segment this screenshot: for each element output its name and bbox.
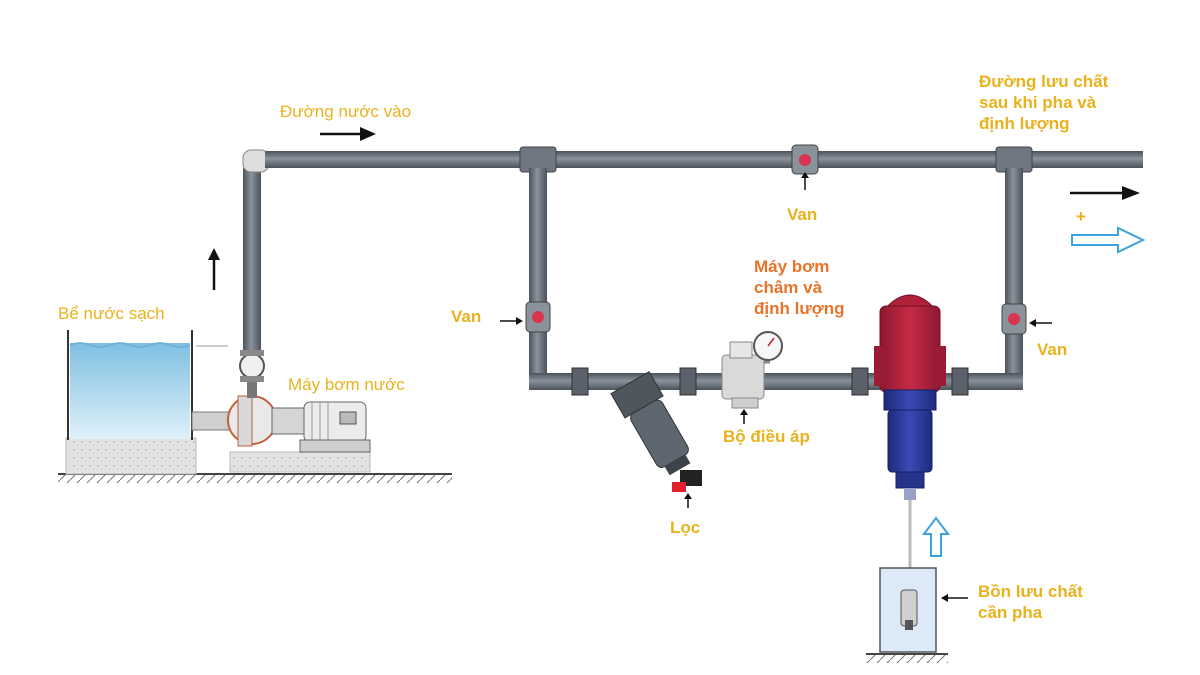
dosing-pump-label: Máy bơm châm và định lượng [754,257,845,318]
valve-top-label: Van [787,205,818,224]
inlet-line-label: Đường nước vào [280,102,412,121]
clean-water-tank [65,330,228,475]
inlet-pipe [239,149,270,398]
valve-left [500,301,551,333]
filter-label: Lọc [670,518,701,537]
ground-tank [866,653,948,663]
plus-sign: + [1076,207,1086,226]
water-pump [191,395,371,473]
valve-right-label: Van [1037,340,1068,359]
inlet-flow-arrow [320,127,376,141]
valve-right [1001,303,1052,335]
clean-water-tank-label: Bể nước sạch [58,304,165,323]
valve-top [791,144,819,190]
chemical-suction-arrow [922,516,950,557]
chemical-tank-label: Bồn lưu chất cần pha [978,582,1083,622]
filter [610,370,702,508]
water-pump-label: Máy bơm nước [288,375,405,394]
main-pipe [265,146,1143,173]
outlet-dosed-flow-arrow [1071,226,1146,254]
upward-flow-arrow [208,248,220,290]
pressure-regulator [721,331,783,424]
valve-left-label: Van [451,307,482,326]
outlet-line-label: Đường lưu chất sau khi pha và định lượng [979,72,1109,133]
chemical-tank [879,567,968,653]
pressure-regulator-label: Bộ điều áp [723,427,810,446]
outlet-flow-arrow [1070,186,1140,200]
ground-left [58,473,452,483]
